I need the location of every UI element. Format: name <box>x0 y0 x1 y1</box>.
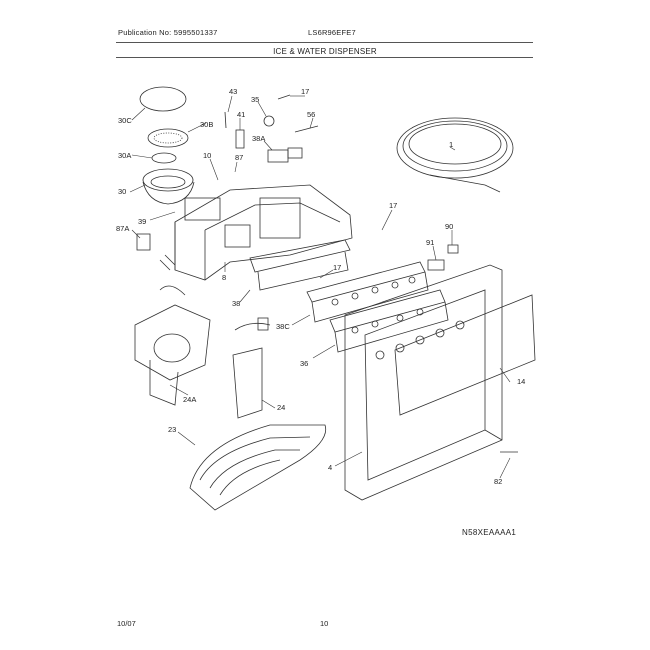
part-35-valve <box>263 115 275 127</box>
publication-number: Publication No: 5995501337 <box>118 28 218 37</box>
label-30b: 30B <box>200 120 213 129</box>
label-24: 24 <box>277 403 285 412</box>
label-38a: 38A <box>252 134 265 143</box>
part-30-cup <box>142 168 195 205</box>
part-4-frame <box>344 264 503 501</box>
part-1-water-tube <box>396 117 514 193</box>
label-43: 43 <box>229 87 237 96</box>
part-56-screw <box>294 125 319 133</box>
page-number: 10 <box>320 619 329 628</box>
label-17-top: 17 <box>301 87 309 96</box>
label-1: 1 <box>449 140 453 149</box>
part-30c-ring <box>139 86 187 112</box>
label-24a: 24A <box>183 395 196 404</box>
label-30: 30 <box>118 187 126 196</box>
label-82: 82 <box>494 477 502 486</box>
label-38: 38 <box>232 299 240 308</box>
part-14-cover <box>394 294 536 416</box>
part-87a-bracket <box>136 233 151 251</box>
part-43-pin <box>224 111 227 129</box>
part-24a-motor <box>134 285 211 406</box>
part-17-screw-top <box>277 94 291 100</box>
label-4: 4 <box>328 463 332 472</box>
page-title: ICE & WATER DISPENSER <box>273 47 377 56</box>
label-36: 36 <box>300 359 308 368</box>
part-8-housing <box>159 184 353 281</box>
drawing-id: N58XEAAAA1 <box>462 528 517 537</box>
part-38a-switch <box>267 149 289 163</box>
part-90-clip <box>447 244 459 254</box>
label-41: 41 <box>237 110 245 119</box>
part-38c-panel <box>306 261 429 323</box>
footer-date: 10/07 <box>117 619 136 628</box>
label-35: 35 <box>251 95 259 104</box>
label-30a: 30A <box>118 151 131 160</box>
label-87: 87 <box>235 153 243 162</box>
label-90: 90 <box>445 222 453 231</box>
label-56: 56 <box>307 110 315 119</box>
label-23: 23 <box>168 425 176 434</box>
part-36-buttons <box>329 289 449 353</box>
label-39: 39 <box>138 217 146 226</box>
part-41-lever <box>235 129 245 149</box>
part-38-board <box>249 239 351 291</box>
part-30a-gasket <box>151 152 177 164</box>
label-8: 8 <box>222 273 226 282</box>
label-10: 10 <box>203 151 211 160</box>
part-24-flap <box>232 317 271 419</box>
header-rule-top <box>116 42 533 43</box>
label-30c: 30C <box>118 116 132 125</box>
model-number: LS6R96EFE7 <box>308 28 356 37</box>
label-17-low: 17 <box>333 263 341 272</box>
label-91: 91 <box>426 238 434 247</box>
label-14: 14 <box>517 377 525 386</box>
label-87a: 87A <box>116 224 129 233</box>
header-rule-bottom <box>116 57 533 58</box>
part-30b-screen <box>147 128 189 148</box>
label-17-mid: 17 <box>389 201 397 210</box>
label-38c: 38C <box>276 322 290 331</box>
part-91-clip <box>427 259 445 271</box>
part-23-tray <box>189 424 327 511</box>
